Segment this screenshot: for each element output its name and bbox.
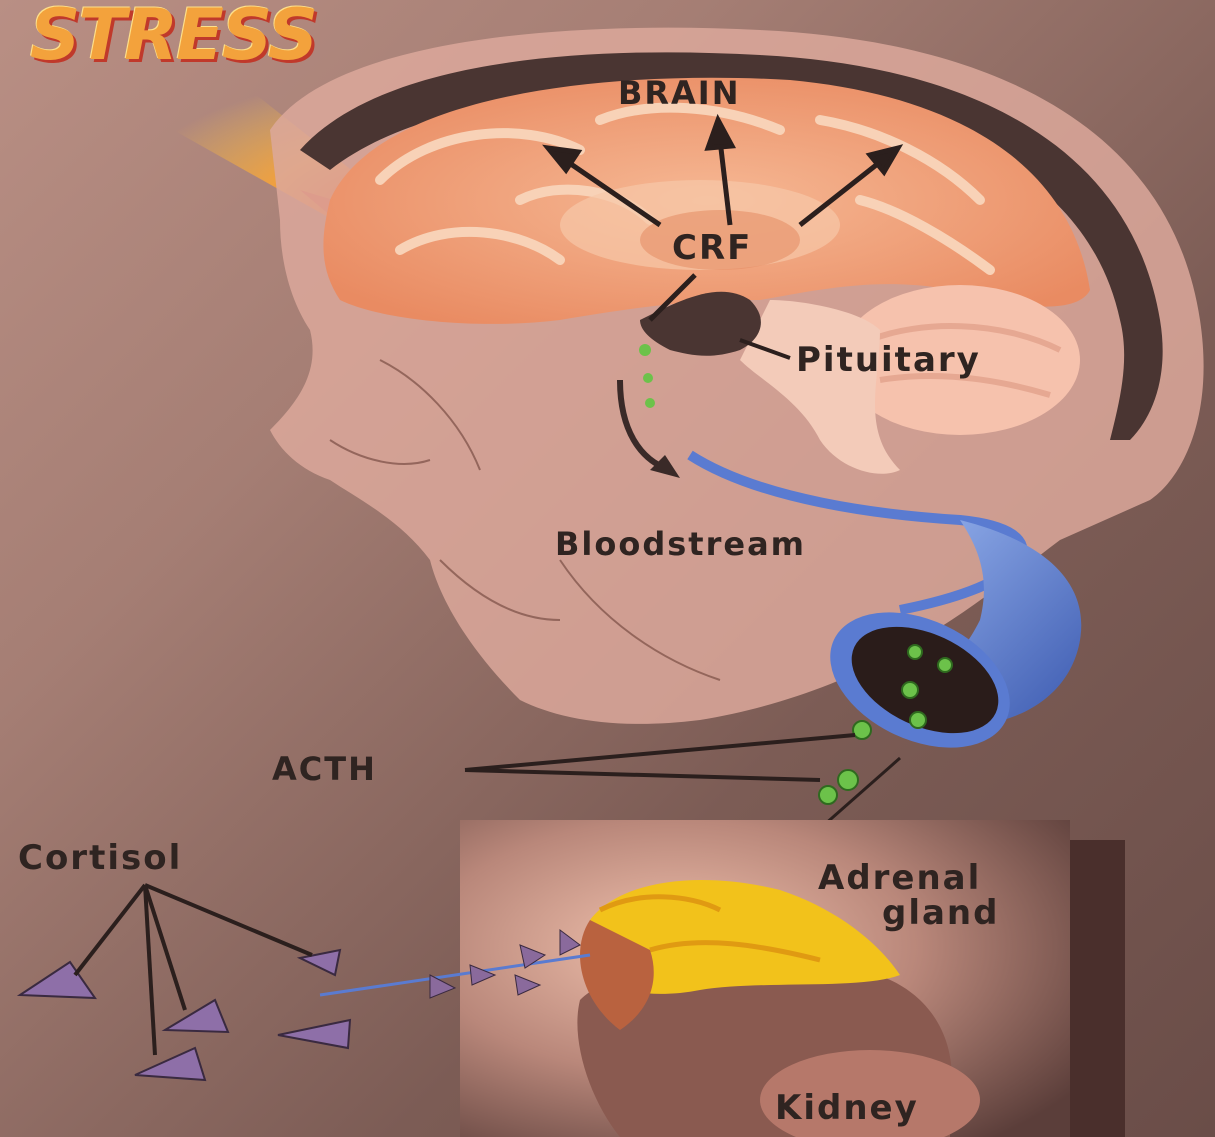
crf-label: CRF [672,228,752,268]
brain-label: BRAIN [618,74,740,112]
cortisol-label: Cortisol [18,838,182,878]
adrenal-label-line1: Adrenal [818,858,981,898]
kidney-label: Kidney [775,1088,919,1128]
acth-label: ACTH [272,750,377,788]
acth-leader-lines [465,735,855,780]
cortisol-molecules [20,950,350,1080]
pituitary-label: Pituitary [796,340,981,380]
stress-title: STRESS [30,0,316,76]
adrenal-label-line2: gland [882,893,999,933]
bloodstream-label: Bloodstream [555,525,806,563]
